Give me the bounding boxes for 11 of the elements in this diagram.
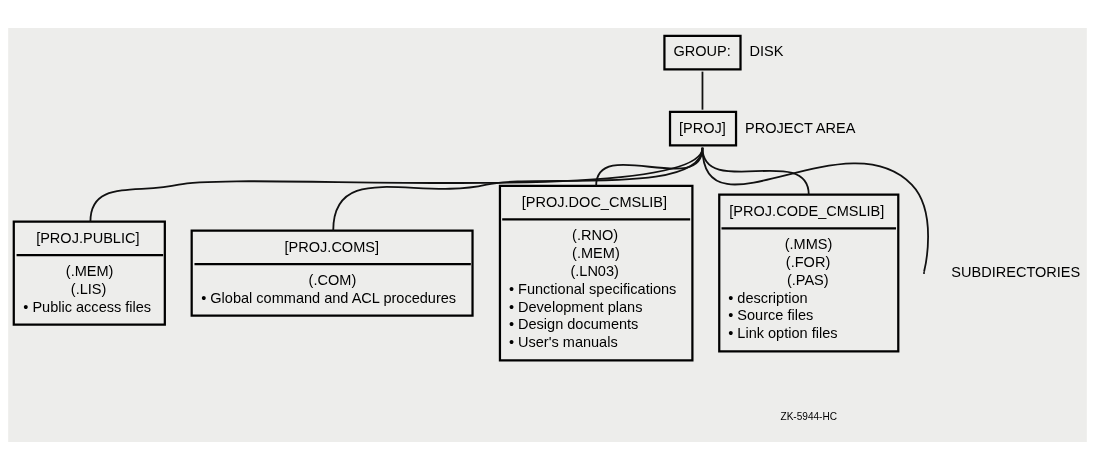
connector	[701, 70, 704, 111]
connector	[595, 146, 704, 187]
label: ZK-5944-HC	[780, 410, 838, 422]
node-label: DISK	[749, 42, 784, 59]
node-box: GROUP:	[663, 34, 742, 71]
connector	[701, 146, 929, 273]
node-label: PROJECT AREA	[744, 119, 856, 136]
connector	[89, 146, 704, 222]
connector	[332, 146, 704, 231]
label: SUBDIRECTORIES	[951, 263, 1081, 280]
node-box: [PROJ]	[668, 110, 738, 147]
